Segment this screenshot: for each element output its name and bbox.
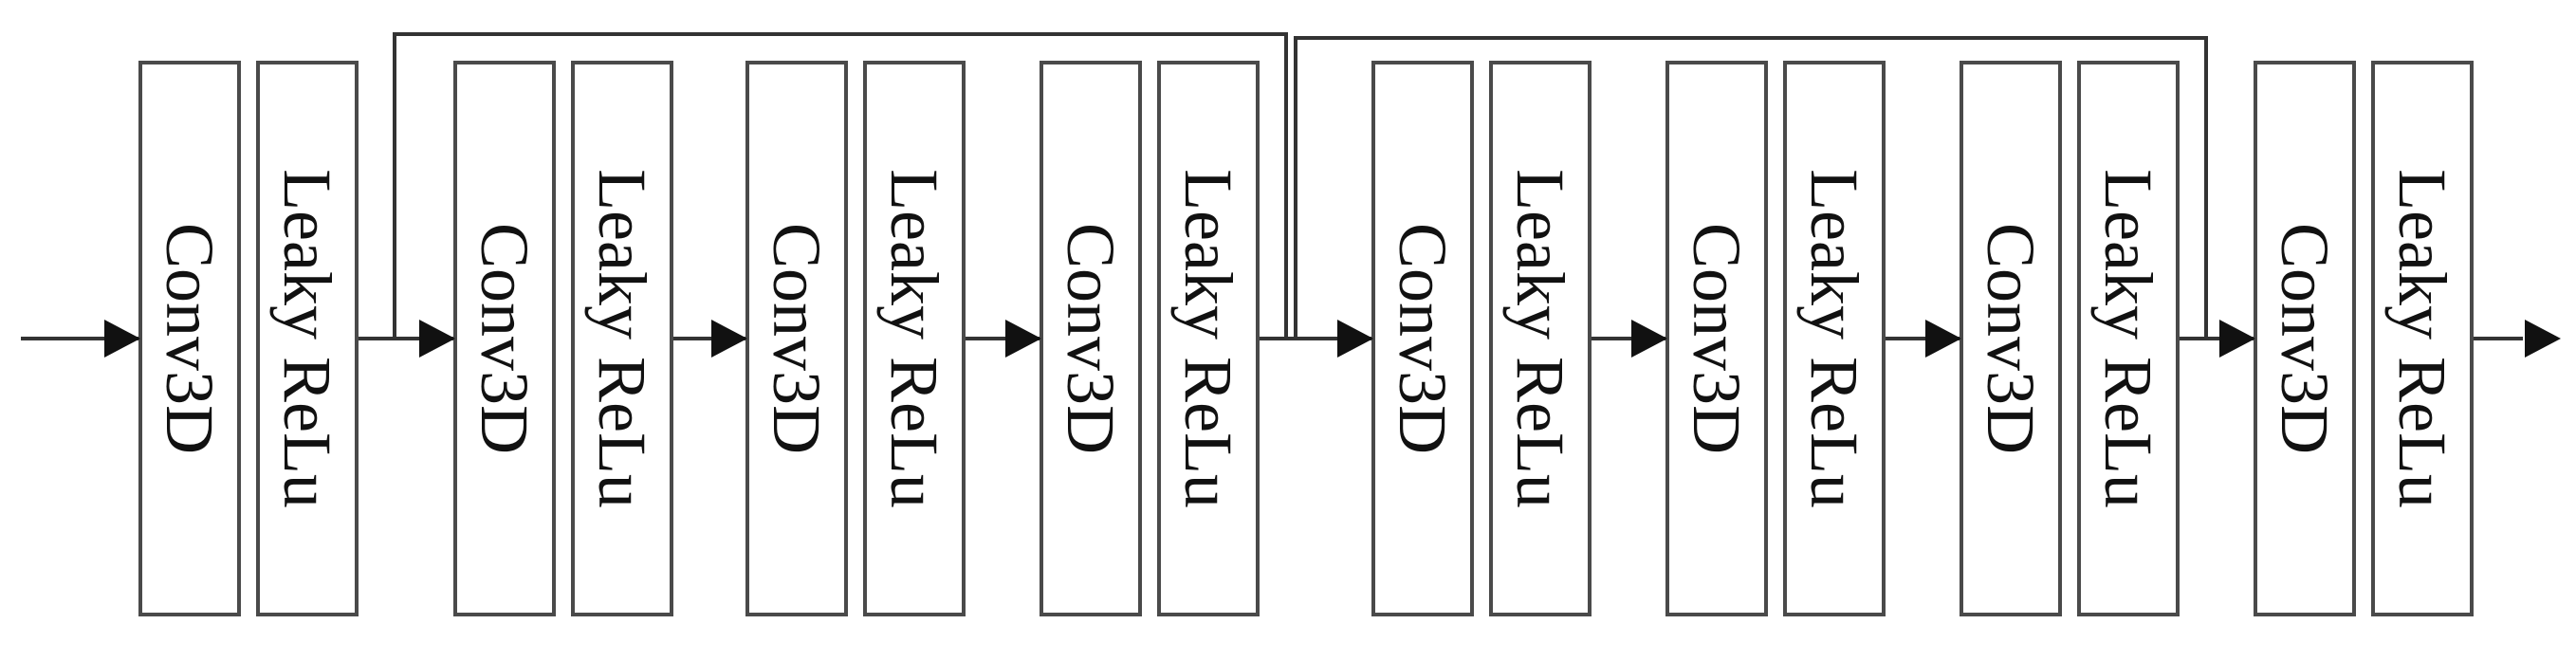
conv3d-box — [1960, 61, 2062, 616]
conv3d-label: Conv3D — [2267, 223, 2343, 454]
stage-5: Conv3D Leaky ReLu — [1371, 61, 1592, 616]
conv3d-label: Conv3D — [759, 223, 835, 454]
stage-1: Conv3D Leaky ReLu — [138, 61, 359, 616]
leaky-relu-box — [2077, 61, 2180, 616]
arrowheads — [104, 320, 2561, 358]
leaky-relu-box — [863, 61, 966, 616]
leaky-relu-box — [571, 61, 673, 616]
conv3d-block: Conv3D — [1040, 61, 1142, 616]
leaky-relu-box — [256, 61, 359, 616]
leaky-relu-label: Leaky ReLu — [876, 169, 952, 508]
conv3d-label: Conv3D — [1973, 223, 2049, 454]
conv3d-block: Conv3D — [1960, 61, 2062, 616]
stage-arrowhead — [2219, 320, 2255, 358]
conv3d-block: Conv3D — [745, 61, 848, 616]
conv3d-block: Conv3D — [1665, 61, 1768, 616]
leaky-relu-label: Leaky ReLu — [1502, 169, 1578, 508]
stage-7: Conv3D Leaky ReLu — [1960, 61, 2180, 616]
stage-arrowhead — [711, 320, 747, 358]
conv3d-label: Conv3D — [152, 223, 228, 454]
leaky-relu-label: Leaky ReLu — [2090, 169, 2166, 508]
stage-arrowhead — [1925, 320, 1961, 358]
leaky-relu-block: Leaky ReLu — [1489, 61, 1592, 616]
conv3d-box — [1371, 61, 1474, 616]
leaky-relu-label: Leaky ReLu — [1170, 169, 1246, 508]
conv3d-block: Conv3D — [138, 61, 241, 616]
leaky-relu-label: Leaky ReLu — [1796, 169, 1872, 508]
connections — [21, 32, 2523, 340]
layer-blocks: Conv3D Leaky ReLu Conv3D Leaky ReLu Conv3D Le… — [138, 61, 2474, 616]
leaky-relu-block: Leaky ReLu — [256, 61, 359, 616]
conv3d-box — [138, 61, 241, 616]
skip-connection — [1294, 36, 2208, 339]
stage-arrowhead — [1337, 320, 1373, 358]
stage-arrowhead — [1005, 320, 1041, 358]
stage-8: Conv3D Leaky ReLu — [2254, 61, 2474, 616]
leaky-relu-box — [2371, 61, 2474, 616]
conv3d-label: Conv3D — [1679, 223, 1755, 454]
stage-3: Conv3D Leaky ReLu — [745, 61, 966, 616]
stage-2: Conv3D Leaky ReLu — [453, 61, 673, 616]
leaky-relu-box — [1783, 61, 1886, 616]
stage-arrowhead — [1631, 320, 1667, 358]
output-arrowhead — [2525, 320, 2561, 358]
leaky-relu-block: Leaky ReLu — [571, 61, 673, 616]
skip-connection — [393, 32, 1288, 339]
leaky-relu-block: Leaky ReLu — [1783, 61, 1886, 616]
stage-arrowhead — [419, 320, 455, 358]
leaky-relu-box — [1489, 61, 1592, 616]
leaky-relu-box — [1157, 61, 1260, 616]
leaky-relu-label: Leaky ReLu — [2384, 169, 2460, 508]
leaky-relu-label: Leaky ReLu — [584, 169, 660, 508]
leaky-relu-block: Leaky ReLu — [863, 61, 966, 616]
leaky-relu-block: Leaky ReLu — [1157, 61, 1260, 616]
conv3d-label: Conv3D — [1053, 223, 1129, 454]
conv3d-block: Conv3D — [2254, 61, 2356, 616]
stage-4: Conv3D Leaky ReLu — [1040, 61, 1260, 616]
leaky-relu-label: Leaky ReLu — [269, 169, 345, 508]
conv3d-label: Conv3D — [467, 223, 543, 454]
leaky-relu-block: Leaky ReLu — [2077, 61, 2180, 616]
conv3d-box — [745, 61, 848, 616]
input-arrowhead — [104, 320, 140, 358]
conv3d-block: Conv3D — [1371, 61, 1474, 616]
conv3d-label: Conv3D — [1385, 223, 1461, 454]
stage-6: Conv3D Leaky ReLu — [1665, 61, 1886, 616]
conv3d-block: Conv3D — [453, 61, 556, 616]
conv3d-box — [2254, 61, 2356, 616]
leaky-relu-block: Leaky ReLu — [2371, 61, 2474, 616]
